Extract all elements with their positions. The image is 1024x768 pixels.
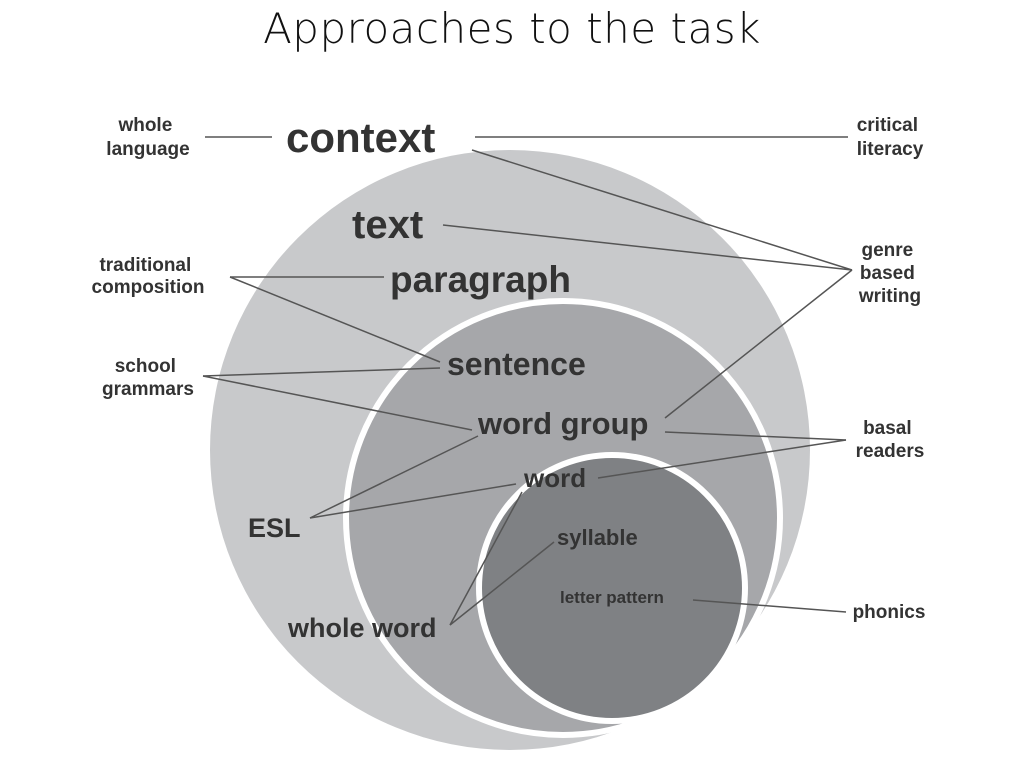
level-letter-pattern: letter pattern <box>560 588 664 607</box>
approach-phonics: phonics <box>853 602 926 623</box>
slide-title: Approaches to the task <box>263 4 761 53</box>
level-word: word <box>523 463 586 493</box>
level-word-group: word group <box>477 406 648 441</box>
level-syllable: syllable <box>557 525 638 550</box>
level-paragraph: paragraph <box>390 259 571 300</box>
level-text: text <box>352 203 423 247</box>
inner-circle <box>476 452 748 724</box>
approach-school-grammars: school grammars <box>102 356 194 400</box>
approach-critical-literacy: critical literacy <box>857 115 924 160</box>
approach-whole-word: whole word <box>287 613 437 643</box>
level-context: context <box>286 114 435 161</box>
approach-esl: ESL <box>248 513 301 543</box>
connector-lines <box>202 136 853 626</box>
level-sentence: sentence <box>447 346 586 382</box>
approach-genre-based-writing: genre based writing <box>858 240 921 307</box>
approach-traditional-composition: traditional composition <box>92 255 205 298</box>
approach-whole-language: whole language <box>106 115 189 160</box>
approach-basal-readers: basal readers <box>856 418 925 462</box>
